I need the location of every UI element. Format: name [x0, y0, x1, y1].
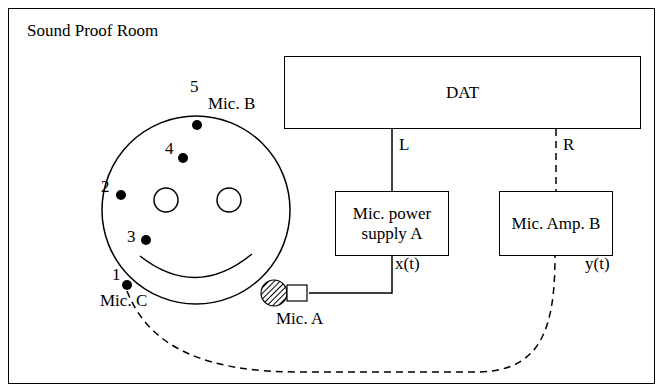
node-text: Mic. Amp. B: [512, 214, 601, 234]
mic-position-dot: [116, 120, 202, 290]
signal-name: x(t): [395, 255, 420, 274]
callout-number: 2: [101, 178, 110, 197]
callout-number: 4: [165, 140, 174, 159]
node-text: Mic. A: [276, 309, 309, 329]
recorder-box: DAT: [284, 56, 641, 129]
node-text: DAT: [446, 83, 479, 103]
signal-name: y(t): [585, 255, 610, 274]
mic-label: Mic. C: [100, 292, 147, 311]
dashed-cable: [555, 129, 557, 191]
callout-number: 1: [112, 266, 121, 285]
mic-label: Mic. B: [208, 95, 255, 114]
microphone-symbol: [259, 279, 309, 307]
cable: [309, 256, 392, 293]
microphone: Mic. A: [259, 279, 309, 329]
node-text: Sound Proof Room: [27, 21, 158, 41]
channel-label: R: [563, 136, 574, 155]
power-supply-box: Mic. power supply A: [335, 191, 449, 256]
mic-c-cable: [127, 256, 555, 372]
amplifier-box: Mic. Amp. B: [499, 191, 613, 256]
callout-number: 3: [127, 228, 136, 247]
node-text: Mic. power supply A: [342, 204, 442, 243]
callout-number: 5: [190, 78, 199, 97]
cable: [391, 129, 393, 191]
channel-label: L: [399, 136, 409, 155]
face: [102, 116, 290, 304]
